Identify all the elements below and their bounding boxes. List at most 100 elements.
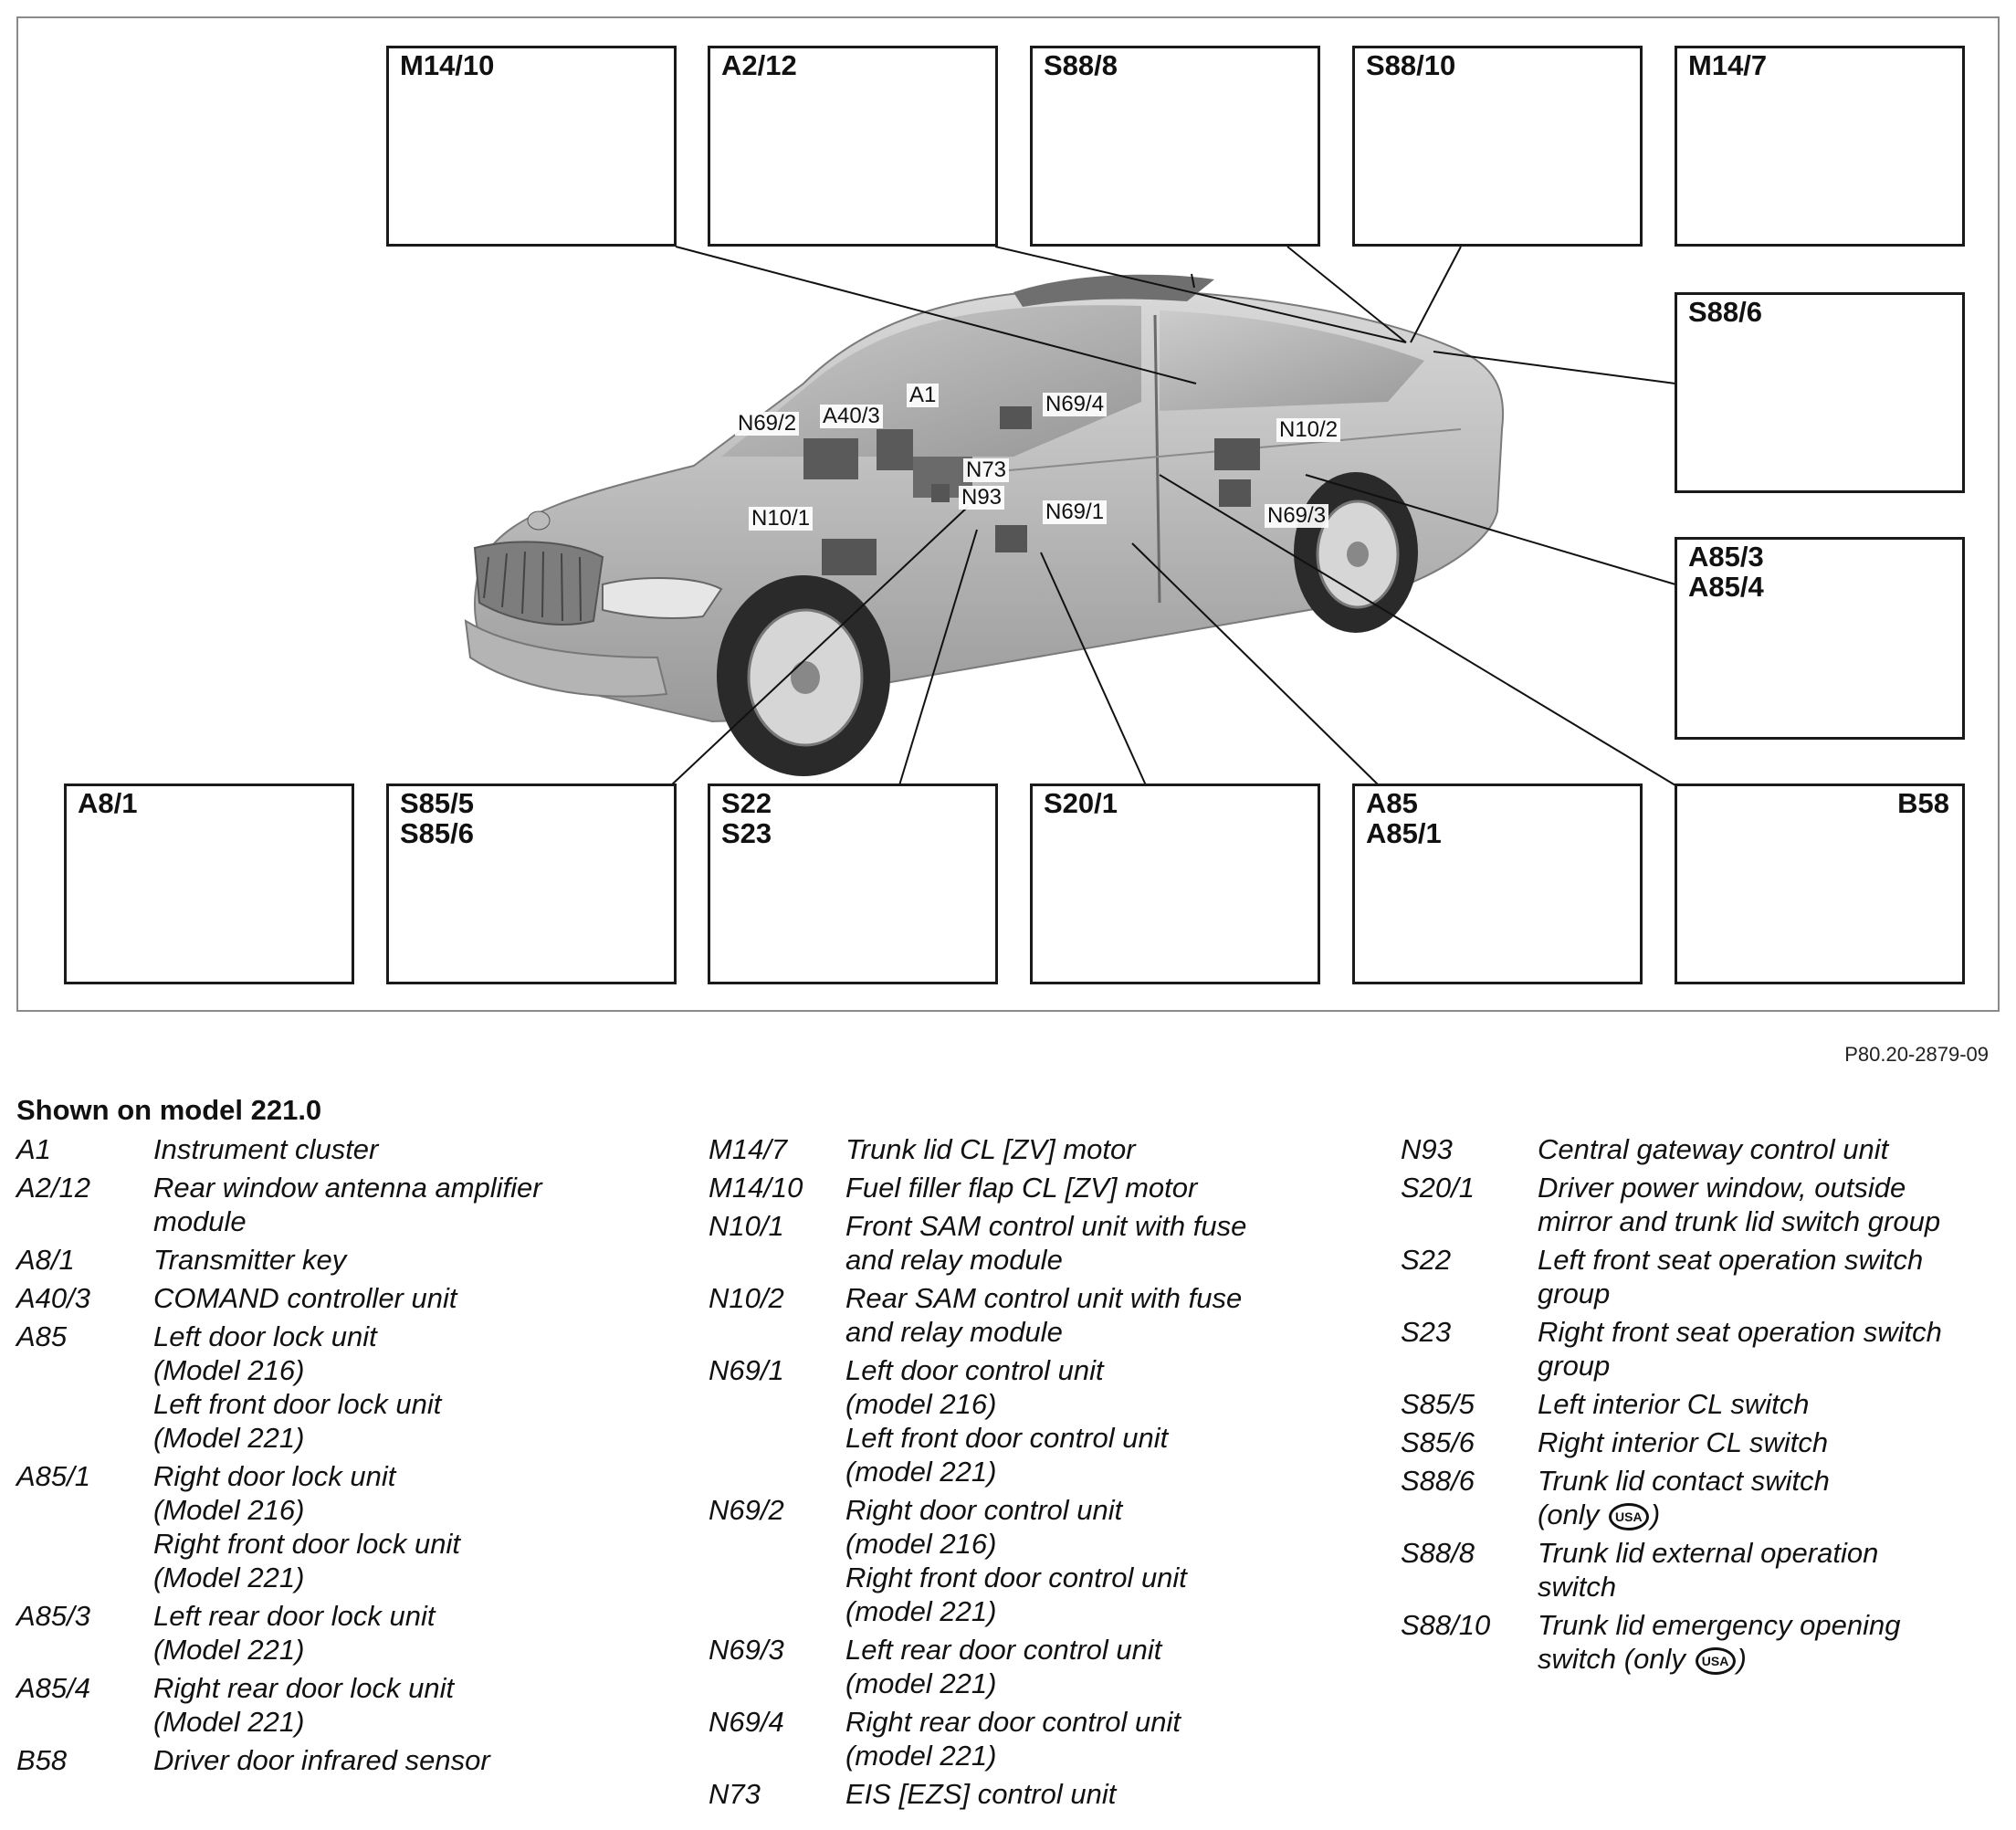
component-box-a85: A85 A85/1 bbox=[1352, 784, 1643, 984]
legend-description-line: (Model 221) bbox=[153, 1562, 305, 1593]
legend-description-line: Rear SAM control unit with fuse bbox=[845, 1282, 1243, 1314]
legend-description-line: Instrument cluster bbox=[153, 1133, 379, 1165]
legend-description-line: (model 221) bbox=[845, 1740, 997, 1772]
legend-description: Left door control unit(model 216)Left fr… bbox=[845, 1353, 1348, 1488]
legend-description-line: Left front door control unit bbox=[845, 1422, 1169, 1454]
legend-description: Right door control unit(model 216)Right … bbox=[845, 1493, 1348, 1628]
legend-code: N10/1 bbox=[709, 1210, 784, 1242]
legend-code: N10/2 bbox=[709, 1282, 784, 1314]
legend-description-line: mirror and trunk lid switch group bbox=[1538, 1205, 1941, 1237]
legend-description-line: (model 216) bbox=[845, 1528, 997, 1560]
legend-description: Left interior CL switch bbox=[1538, 1387, 2016, 1421]
component-box-a2-12: A2/12 bbox=[708, 46, 998, 247]
legend-entry: A85/3 Left rear door lock unit(Model 221) bbox=[16, 1599, 656, 1667]
legend-description-line: Left front door lock unit bbox=[153, 1388, 442, 1420]
legend-description: Right interior CL switch bbox=[1538, 1425, 2016, 1459]
component-label: B58 bbox=[1897, 787, 1949, 819]
legend-description: Trunk lid CL [ZV] motor bbox=[845, 1132, 1348, 1166]
legend-description-line: switch (only USA) bbox=[1538, 1643, 1747, 1675]
legend-description: EIS [EZS] control unit bbox=[845, 1777, 1348, 1811]
component-box-s88-6: S88/6 bbox=[1675, 292, 1965, 493]
legend-description-line: (model 221) bbox=[845, 1667, 997, 1699]
legend-description-line: EIS [EZS] control unit bbox=[845, 1778, 1117, 1810]
callout-n69-3: N69/3 bbox=[1265, 504, 1329, 528]
legend-description-line: Transmitter key bbox=[153, 1244, 347, 1276]
legend-code: A1 bbox=[16, 1133, 51, 1165]
legend-description: Instrument cluster bbox=[153, 1132, 656, 1166]
component-label: M14/10 bbox=[400, 49, 495, 81]
legend-description-line: Right rear door lock unit bbox=[153, 1672, 455, 1704]
legend-code: N69/2 bbox=[709, 1494, 784, 1526]
legend-description-line: Front SAM control unit with fuse bbox=[845, 1210, 1247, 1242]
legend-description-line: (Model 216) bbox=[153, 1494, 305, 1526]
legend-description-line: group bbox=[1538, 1278, 1611, 1309]
legend-entry: A1 Instrument cluster bbox=[16, 1132, 656, 1166]
legend-code: S85/6 bbox=[1401, 1426, 1475, 1458]
legend-description-line: Driver door infrared sensor bbox=[153, 1744, 490, 1776]
legend-description-line: module bbox=[153, 1205, 247, 1237]
component-label: A2/12 bbox=[721, 49, 797, 81]
callout-n10-2: N10/2 bbox=[1276, 418, 1341, 442]
legend-description-line: (model 221) bbox=[845, 1595, 997, 1627]
callout-n73: N73 bbox=[963, 458, 1010, 482]
legend-description-line: Left door lock unit bbox=[153, 1320, 377, 1352]
component-label: S88/6 bbox=[1688, 296, 1763, 328]
component-label: S88/8 bbox=[1044, 49, 1118, 81]
component-label: S22 S23 bbox=[721, 787, 772, 849]
legend-description-line: and relay module bbox=[845, 1316, 1063, 1348]
legend-description: Left rear door lock unit(Model 221) bbox=[153, 1599, 656, 1667]
legend-description-line: Left front seat operation switch bbox=[1538, 1244, 1924, 1276]
legend-description-line: Right front door lock unit bbox=[153, 1528, 461, 1560]
legend-code: S23 bbox=[1401, 1316, 1452, 1348]
component-label: A85 A85/1 bbox=[1366, 787, 1442, 849]
component-box-s20-1: S20/1 bbox=[1030, 784, 1320, 984]
legend-description-line: Left interior CL switch bbox=[1538, 1388, 1810, 1420]
component-box-a8-1: A8/1 bbox=[64, 784, 354, 984]
legend-code: A85 bbox=[16, 1320, 68, 1352]
legend-description: Central gateway control unit bbox=[1538, 1132, 2016, 1166]
legend-description-line: Left rear door control unit bbox=[845, 1634, 1162, 1666]
component-label: S85/5 S85/6 bbox=[400, 787, 475, 849]
component-box-b58: B58 bbox=[1675, 784, 1965, 984]
legend-code: A85/4 bbox=[16, 1672, 91, 1704]
legend-title: Shown on model 221.0 bbox=[16, 1094, 322, 1126]
usa-badge-icon: USA bbox=[1695, 1646, 1736, 1675]
legend-description: Trunk lid contact switch(only USA) bbox=[1538, 1464, 2016, 1531]
legend-description-line: Trunk lid CL [ZV] motor bbox=[845, 1133, 1136, 1165]
component-label: M14/7 bbox=[1688, 49, 1768, 81]
legend-description-line: and relay module bbox=[845, 1244, 1063, 1276]
legend-code: S85/5 bbox=[1401, 1388, 1475, 1420]
legend-description-line: Fuel filler flap CL [ZV] motor bbox=[845, 1172, 1198, 1204]
legend-description: Right door lock unit(Model 216)Right fro… bbox=[153, 1459, 656, 1594]
legend-description-line: group bbox=[1538, 1350, 1611, 1382]
legend-description-line: Rear window antenna amplifier bbox=[153, 1172, 542, 1204]
legend-code: B58 bbox=[16, 1744, 68, 1776]
legend-code: S88/8 bbox=[1401, 1537, 1475, 1569]
legend-description-line: Right door lock unit bbox=[153, 1460, 396, 1492]
legend-description: Left rear door control unit(model 221) bbox=[845, 1633, 1348, 1700]
legend-description-line: Left rear door lock unit bbox=[153, 1600, 436, 1632]
legend-code: S88/6 bbox=[1401, 1465, 1475, 1497]
component-box-a85-3: A85/3 A85/4 bbox=[1675, 537, 1965, 740]
legend-description-line: Driver power window, outside bbox=[1538, 1172, 1906, 1204]
legend-description: Transmitter key bbox=[153, 1243, 656, 1277]
legend-code: S20/1 bbox=[1401, 1172, 1475, 1204]
legend-description-line: (Model 221) bbox=[153, 1706, 305, 1738]
legend-description-line: (Model 221) bbox=[153, 1634, 305, 1666]
component-box-s22: S22 S23 bbox=[708, 784, 998, 984]
legend-code: A85/1 bbox=[16, 1460, 91, 1492]
callout-n69-2: N69/2 bbox=[735, 412, 800, 436]
legend-code: A85/3 bbox=[16, 1600, 91, 1632]
legend-description-line: Trunk lid external operation bbox=[1538, 1537, 1879, 1569]
legend-entry: S88/6 Trunk lid contact switch(only USA) bbox=[1401, 1464, 2016, 1531]
component-box-m14-7: M14/7 bbox=[1675, 46, 1965, 247]
legend-code: A2/12 bbox=[16, 1172, 91, 1204]
